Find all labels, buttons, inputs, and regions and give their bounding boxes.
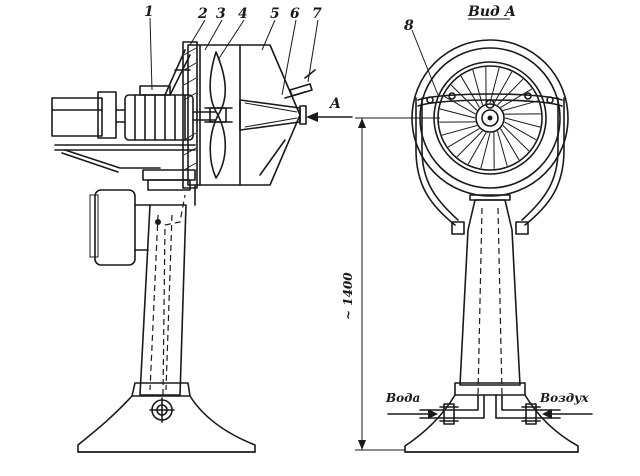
side-nozzle-cone xyxy=(239,99,301,131)
callout-2: 2 xyxy=(197,6,208,22)
callout-1: 1 xyxy=(144,4,154,20)
side-control-box xyxy=(94,189,136,266)
grille-spoke xyxy=(467,132,487,165)
front-pedestal-column xyxy=(459,199,521,386)
grille-spoke xyxy=(489,67,500,104)
air-inlet-label: Воздух xyxy=(539,391,589,405)
grille-spoke xyxy=(456,130,483,158)
grille-spoke xyxy=(447,128,480,148)
grille-spoke xyxy=(502,125,530,152)
grille-spoke xyxy=(504,121,537,141)
side-water-stub xyxy=(289,83,313,97)
grille-spoke xyxy=(502,100,539,111)
grille-spoke xyxy=(504,117,541,128)
grille-spoke xyxy=(500,88,533,108)
grille-spoke xyxy=(472,69,483,106)
side-view: A 1 2 3 4 5 6 7 xyxy=(51,4,353,453)
front-housing-outer xyxy=(411,39,569,197)
grille-spoke xyxy=(493,71,513,104)
front-yoke xyxy=(415,97,459,226)
side-pedestal-column xyxy=(139,204,187,396)
side-impeller xyxy=(204,51,233,179)
height-dimension: ~ 1400 xyxy=(341,117,440,451)
callout-leaders xyxy=(149,17,319,96)
water-inlet-label: Вода xyxy=(385,391,420,405)
view-title: Вид А xyxy=(467,4,516,20)
side-pedestal-base xyxy=(77,395,256,453)
side-fan-housing xyxy=(187,44,301,186)
grille-spoke xyxy=(480,132,491,169)
callout-5: 5 xyxy=(270,6,280,22)
side-gear-motor xyxy=(51,97,103,137)
grille-spoke xyxy=(500,128,520,161)
grille-spoke xyxy=(497,130,508,167)
callout-8: 8 xyxy=(404,18,414,34)
callout-7: 7 xyxy=(312,6,322,22)
front-view: Вид А 8 xyxy=(385,4,593,453)
height-dimension-label: ~ 1400 xyxy=(341,272,355,320)
callout-4: 4 xyxy=(238,6,248,22)
grille-spoke xyxy=(450,84,478,111)
callout-6: 6 xyxy=(290,6,300,22)
view-arrow: A xyxy=(306,96,353,122)
grille-spoke xyxy=(439,108,476,119)
grille-spoke xyxy=(443,95,476,115)
callout-3: 3 xyxy=(216,6,226,22)
view-arrow-label: A xyxy=(328,96,341,112)
grille-spoke xyxy=(460,75,480,108)
grille-spoke xyxy=(441,125,478,136)
front-grille-spokes xyxy=(439,67,541,169)
front-inlet-pipes xyxy=(387,394,593,425)
